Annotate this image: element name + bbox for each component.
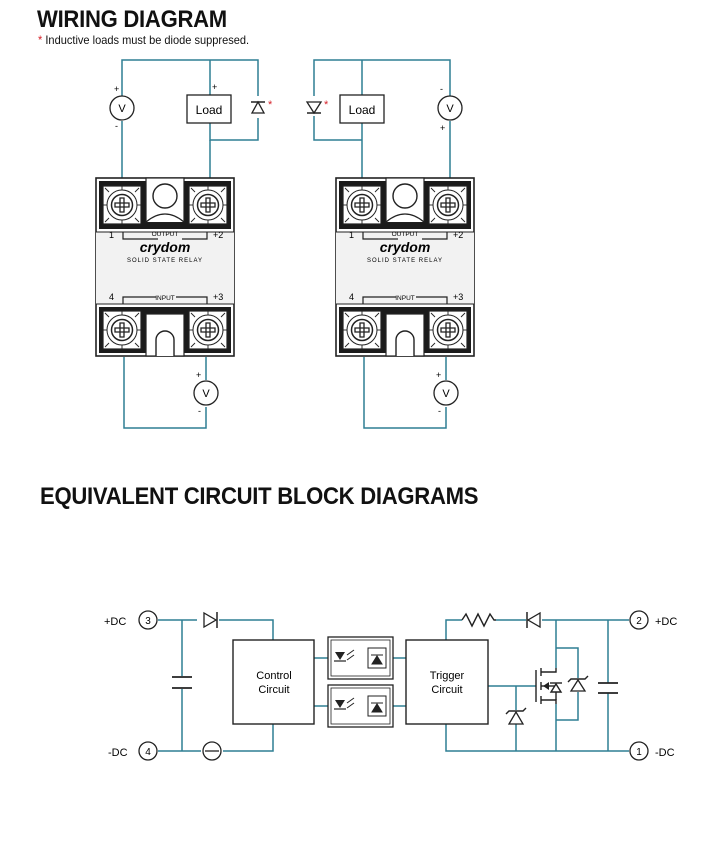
wiring-diagram-title: WIRING DIAGRAM	[37, 6, 227, 33]
input-diode	[203, 611, 218, 629]
load-left: Load +	[186, 82, 232, 124]
svg-text:V: V	[442, 388, 450, 400]
current-limiter	[202, 741, 222, 761]
voltmeter-output-left: V + -	[109, 84, 135, 131]
terminal-1-label: 1	[109, 230, 114, 240]
diode-note: * Inductive loads must be diode supprese…	[38, 33, 249, 47]
terminal-4-label: 4	[109, 292, 114, 302]
svg-text:+: +	[212, 82, 217, 92]
relay-subtitle: SOLID STATE RELAY	[127, 258, 203, 264]
voltmeter-output-right: V - +	[437, 84, 463, 133]
note-text: Inductive loads must be diode suppresed.	[42, 33, 250, 47]
output-label: OUTPUT	[152, 231, 179, 238]
terminal-1: 1 -DC	[629, 741, 675, 761]
svg-text:3: 3	[145, 616, 151, 627]
svg-text:V: V	[446, 103, 454, 115]
control-circuit-block: Control Circuit	[232, 639, 315, 725]
terminal-1-label: 1	[349, 230, 354, 240]
svg-text:-: -	[440, 84, 443, 94]
svg-text:V: V	[118, 103, 126, 115]
svg-text:+: +	[196, 370, 201, 380]
output-mosfet	[535, 668, 563, 704]
svg-text:1: 1	[636, 747, 642, 758]
gate-zener-diode	[505, 707, 527, 725]
terminal-4: 4 -DC	[108, 741, 158, 761]
wiring-left: OUTPUT INPUT crydom SOLID STATE RELAY 1 …	[96, 59, 273, 429]
trigger-circuit-block: Trigger Circuit	[405, 639, 489, 725]
output-zener-diode	[567, 675, 589, 692]
output-diode	[526, 611, 541, 629]
input-label: INPUT	[395, 295, 415, 302]
optocoupler-bottom	[327, 684, 394, 728]
svg-text:V: V	[202, 388, 210, 400]
svg-text:4: 4	[145, 747, 151, 758]
pos-dc-left-label: +DC	[104, 616, 126, 628]
relay-left: OUTPUT INPUT crydom SOLID STATE RELAY 1 …	[96, 178, 234, 356]
circuit-diagram-title: EQUIVALENT CIRCUIT BLOCK DIAGRAMS	[40, 483, 479, 510]
relay-brand: crydom	[140, 239, 191, 255]
resistor	[461, 612, 496, 628]
terminal-3-label: +3	[213, 292, 223, 302]
output-capacitor	[598, 682, 618, 694]
pos-dc-right-label: +DC	[655, 616, 677, 628]
svg-text:+: +	[114, 84, 119, 94]
relay-right: OUTPUT INPUT crydom SOLID STATE RELAY 1 …	[336, 178, 474, 356]
output-label: OUTPUT	[392, 231, 419, 238]
svg-text:Trigger: Trigger	[430, 670, 465, 682]
neg-dc-right-label: -DC	[655, 747, 675, 759]
svg-text:-: -	[115, 121, 118, 131]
svg-text:Control: Control	[256, 670, 291, 682]
optocoupler-top	[327, 636, 394, 680]
terminal-3-label: +3	[453, 292, 463, 302]
terminal-2-label: +2	[453, 230, 463, 240]
relay-subtitle: SOLID STATE RELAY	[367, 258, 443, 264]
svg-text:Circuit: Circuit	[431, 684, 462, 696]
voltmeter-input-right: V + -	[433, 370, 459, 416]
svg-text:Load: Load	[349, 103, 376, 117]
svg-text:Circuit: Circuit	[258, 684, 289, 696]
svg-text:-: -	[198, 406, 201, 416]
suppression-diode-right: *	[305, 99, 329, 115]
input-label: INPUT	[155, 295, 175, 302]
svg-text:Load: Load	[196, 103, 223, 117]
suppression-diode-left: *	[250, 99, 273, 114]
terminal-2: 2 +DC	[629, 610, 677, 630]
voltmeter-input-left: V + -	[193, 370, 219, 416]
equivalent-circuit: 3 +DC 4 -DC 2 +DC 1 -DC	[104, 610, 677, 761]
svg-text:-: -	[438, 406, 441, 416]
load-right: Load	[339, 94, 385, 124]
svg-text:2: 2	[636, 616, 642, 627]
note-star: *	[38, 33, 43, 47]
svg-text:*: *	[324, 99, 329, 111]
svg-text:+: +	[440, 123, 445, 133]
terminal-3: 3 +DC	[104, 610, 158, 630]
input-capacitor	[172, 676, 192, 689]
relay-brand: crydom	[380, 239, 431, 255]
svg-text:*: *	[268, 99, 273, 111]
svg-text:+: +	[436, 370, 441, 380]
neg-dc-left-label: -DC	[108, 747, 128, 759]
terminal-2-label: +2	[213, 230, 223, 240]
terminal-4-label: 4	[349, 292, 354, 302]
wiring-right: OUTPUT INPUT crydom SOLID STATE RELAY 1 …	[305, 59, 474, 429]
